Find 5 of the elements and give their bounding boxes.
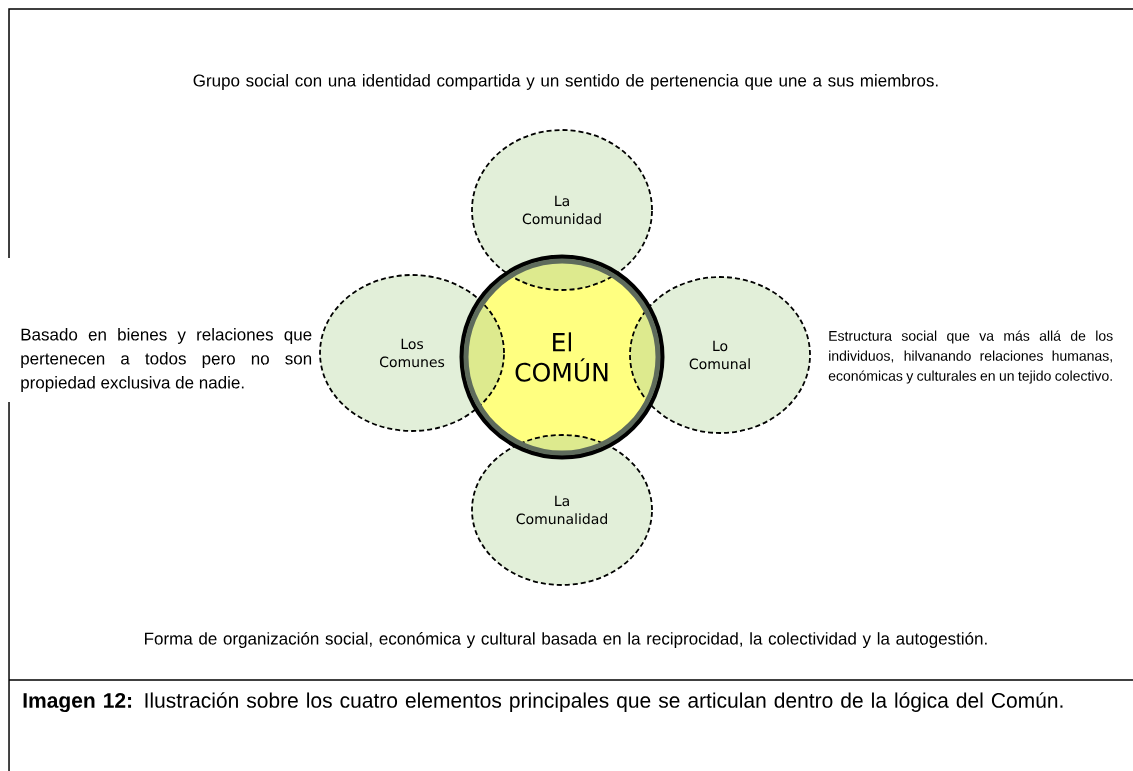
description-text: Grupo social con una identidad compartida y un sentido de pertenencia que une a sus miembros.	[193, 74, 938, 90]
description-text: Basado en bienes y relaciones que pertenecen a todos pero no son propiedad exclusiva de nadie.	[21, 328, 312, 392]
description-text: Estructura social que va más allá de los individuos, hilvanando relaciones humanas, económicas y culturales en un tejido colectivo.	[828, 330, 1113, 384]
description-text: Forma de organización social, económica y cultural basada en la reciprocidad, la colectividad y la autogestión.	[145, 631, 987, 648]
caption: Imagen 12: Ilustración sobre los cuatro elementos principales que se articulan dentro de la lógica del Común.	[23, 692, 1063, 713]
